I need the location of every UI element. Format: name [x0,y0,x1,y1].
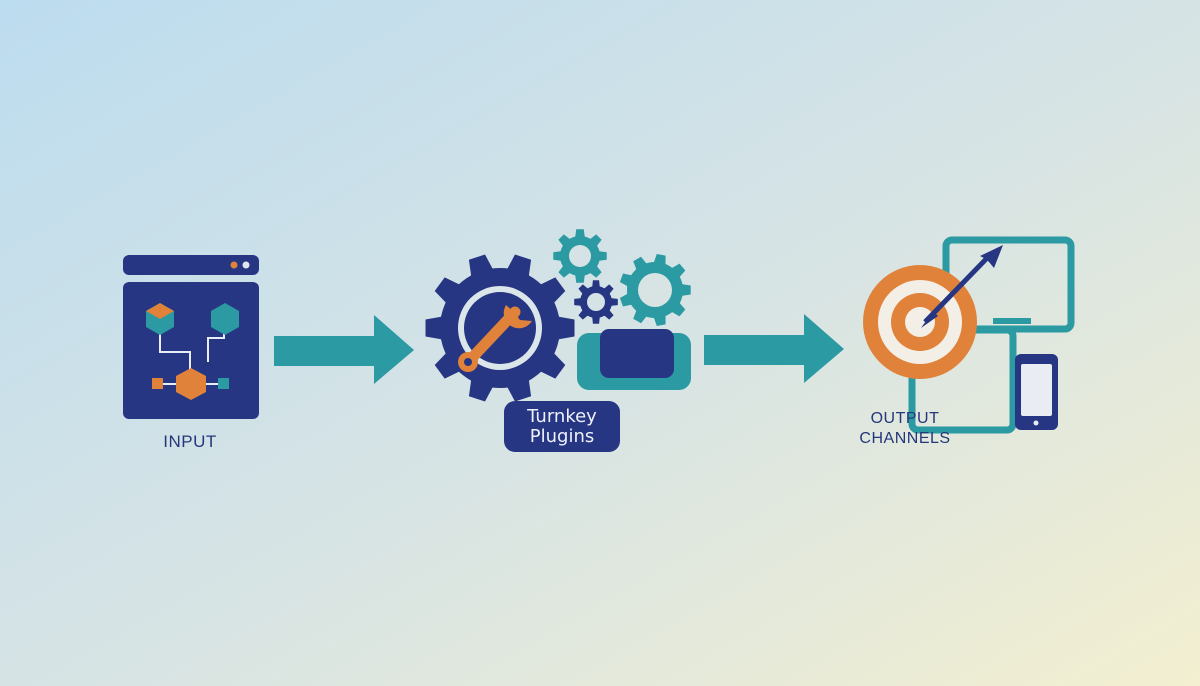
arrow-icon [704,314,844,383]
input-label: INPUT [163,432,217,451]
output-label: OUTPUT CHANNELS [840,409,970,449]
output-label-line1: OUTPUT [870,410,940,427]
smartphone-icon [1015,354,1058,430]
small-gear-icon [553,229,607,283]
plugin-block-icon [577,329,691,390]
wrench-icon [458,305,532,372]
workflow-nodes-icon [146,303,239,400]
small-gear-icon [574,280,618,324]
target-icon [863,265,977,379]
arrow-icon [274,315,414,384]
plugin-label-line1: Turnkey [527,405,597,427]
dart-arrow-icon [921,245,1003,328]
plugin-label-box [504,401,620,452]
output-label-line2: CHANNELS [859,430,951,447]
small-gear-icon [619,254,691,326]
plugin-label: Turnkey Plugins [504,401,620,452]
plugin-label-line2: Plugins [529,425,595,447]
